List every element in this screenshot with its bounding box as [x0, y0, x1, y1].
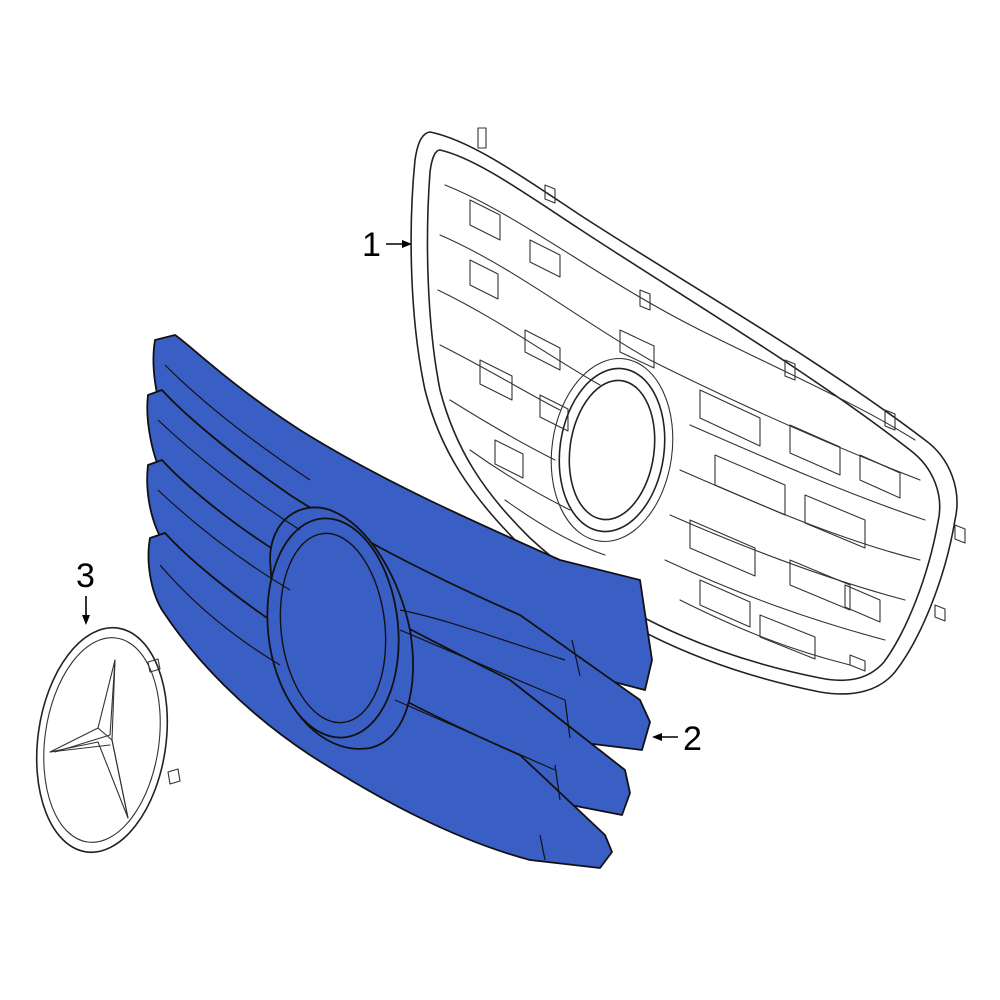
callout-1: 1	[362, 226, 412, 264]
emblem	[35, 626, 181, 854]
callout-2-label: 2	[683, 720, 702, 758]
callout-3: 3	[76, 557, 95, 625]
three-pointed-star-icon	[49, 659, 129, 819]
grille-housing	[410, 127, 966, 695]
callout-2: 2	[652, 720, 702, 758]
callout-3-label: 3	[76, 557, 95, 595]
callout-1-label: 1	[362, 226, 381, 264]
grille-louver-insert	[146, 334, 653, 869]
